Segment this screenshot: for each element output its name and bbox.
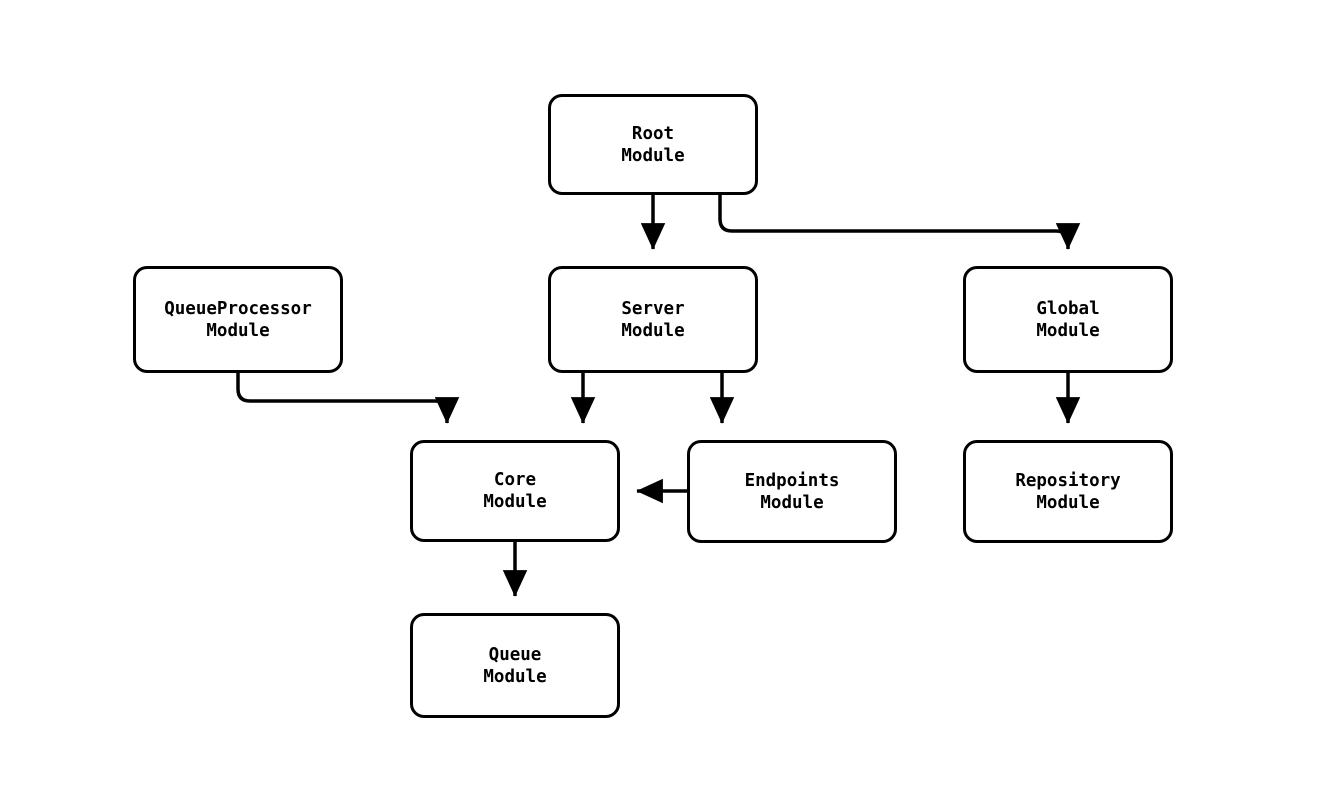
node-queueprocessor-label-line1: QueueProcessor xyxy=(164,298,312,319)
node-queue-label-line2: Module xyxy=(483,666,547,687)
node-endpoints-label-line1: Endpoints xyxy=(744,470,840,491)
node-queueprocessor-label-line2: Module xyxy=(206,320,270,341)
node-global[interactable]: Global Module xyxy=(963,266,1173,373)
node-global-label-line2: Module xyxy=(1036,320,1100,341)
node-repository[interactable]: Repository Module xyxy=(963,440,1173,543)
node-root[interactable]: Root Module xyxy=(548,94,758,195)
node-repository-label-line1: Repository xyxy=(1015,470,1121,491)
node-repository-label-line2: Module xyxy=(1036,492,1100,513)
node-root-label-line1: Root xyxy=(631,123,675,144)
node-queue-label-line1: Queue xyxy=(488,644,542,665)
edge-queueprocessor-core xyxy=(236,373,460,424)
node-server[interactable]: Server Module xyxy=(548,266,758,373)
node-root-label-line2: Module xyxy=(621,145,685,166)
node-server-label-line1: Server xyxy=(621,298,685,319)
node-queueprocessor[interactable]: QueueProcessor Module xyxy=(133,266,343,373)
node-endpoints-label-line2: Module xyxy=(760,492,824,513)
node-core-label-line1: Core xyxy=(493,470,537,490)
node-core-label-line2: Module xyxy=(483,492,547,512)
node-core[interactable]: Core Module xyxy=(410,440,620,542)
node-global-label-line1: Global xyxy=(1036,298,1100,319)
node-queue[interactable]: Queue Module xyxy=(410,613,620,718)
edge-root-global xyxy=(718,195,1081,250)
node-server-label-line2: Module xyxy=(621,320,685,341)
node-endpoints[interactable]: Endpoints Module xyxy=(687,440,897,543)
